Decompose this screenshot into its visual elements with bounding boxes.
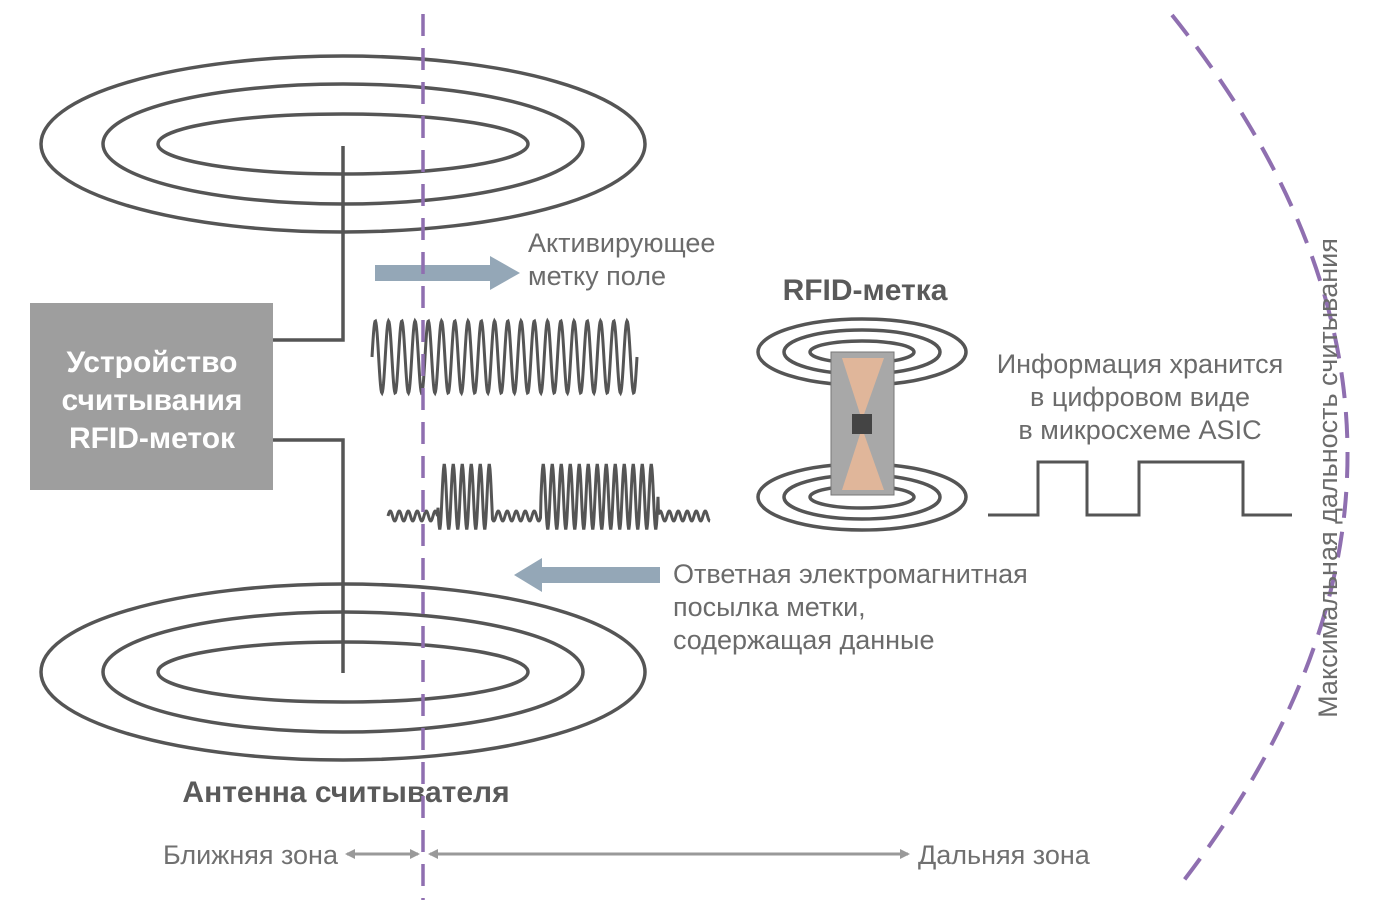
response-arrow	[514, 558, 660, 592]
response-label-line1: Ответная электромагнитная	[673, 559, 1028, 589]
reader-label-line2: считывания	[62, 384, 243, 417]
info-label-line3: в микросхеме ASIC	[1018, 415, 1261, 445]
tag-title: RFID-метка	[783, 274, 948, 307]
max-range-arc	[1170, 13, 1350, 890]
tag-chip-cone-top	[842, 358, 884, 420]
response-label-line2: посылка метки,	[673, 592, 866, 622]
tag-chip-cone-bottom	[842, 428, 884, 490]
activating-wave	[370, 317, 639, 397]
near-zone-label: Ближняя зона	[163, 840, 339, 870]
activating-label-line1: Активирующее	[528, 228, 715, 258]
antenna-wires	[273, 146, 345, 673]
reader-box	[30, 303, 273, 490]
info-label-line2: в цифровом виде	[1030, 382, 1250, 412]
activating-field-arrow	[375, 256, 520, 290]
reader-label-line3: RFID-меток	[69, 422, 236, 455]
activating-label-line2: метку поле	[528, 261, 666, 291]
antenna-label: Антенна считывателя	[182, 776, 509, 809]
info-label-line1: Информация хранится	[997, 349, 1284, 379]
tag-chip-core	[852, 414, 872, 434]
reader-label-line1: Устройство	[67, 346, 238, 379]
response-wave	[386, 463, 711, 530]
response-label-line3: содержащая данные	[673, 625, 934, 655]
digital-signal	[988, 460, 1292, 517]
far-zone-label: Дальняя зона	[918, 840, 1091, 870]
max-range-label: Максимальная дальность считывания	[1313, 238, 1343, 718]
